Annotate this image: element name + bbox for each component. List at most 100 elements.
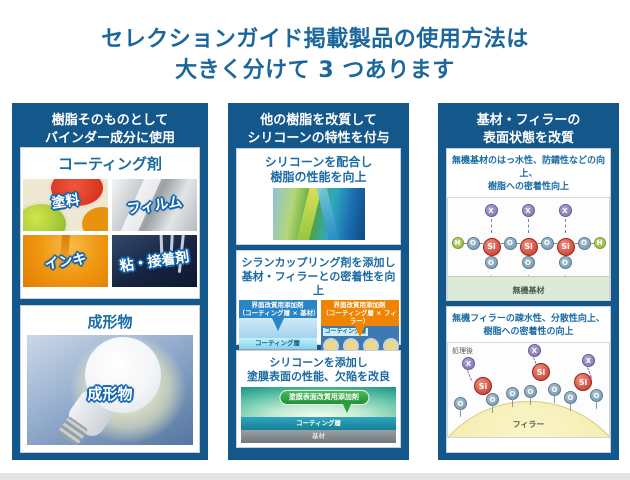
inorganic-filler-card: 無機フィラーの疎水性、分散性向上、 樹脂への密着性の向上 処理後 フィラー X … <box>446 306 611 453</box>
column3-header-line2: 表面状態を改質 <box>482 131 574 146</box>
down-arrow-blue <box>271 318 284 331</box>
inorganic-substrate-text: 無機基材のはっ水性、防錆性などの向上、 樹脂への密着性向上 <box>447 149 610 194</box>
tile-ink: インキ <box>23 235 108 287</box>
filler-sphere-label: フィラー <box>512 420 545 429</box>
o-atom: O <box>486 393 499 413</box>
column-binder-use: 樹脂そのものとして バインダー成分に使用 コーティング剤 塗料 フィルム インキ <box>12 103 208 460</box>
h-atom: H <box>593 237 606 249</box>
o-atom: O <box>564 391 577 411</box>
tile-adhesive: 粘・接着剤 <box>112 235 197 287</box>
inorganic-filler-text: 無機フィラーの疎水性、分散性向上、 樹脂への密着性の向上 <box>447 307 610 339</box>
coating-layer-band: コーティング層 <box>241 417 396 430</box>
inorganic-substrate-line2: 樹脂への密着性向上 <box>487 182 569 192</box>
bond <box>553 242 557 244</box>
tile-film: フィルム <box>112 179 197 231</box>
column2-header-line1: 他の樹脂を改質して <box>260 113 377 128</box>
page-title-line2: 大きく分けて 3 つあります <box>175 58 455 83</box>
o-atom: O <box>540 236 554 250</box>
silane-coupling-line2: 基材・フィラーとの密着性を向上 <box>241 270 396 297</box>
coating-card-title: コーティング剤 <box>57 155 163 173</box>
surface-modification-diagram: 塗膜表面改質用添加剤 コーティング層 基材 <box>241 387 396 443</box>
column3-header-line1: 基材・フィラーの <box>476 113 581 128</box>
o-atom: O <box>503 236 517 250</box>
surface-additive-card: シリコーンを添加し 塗膜表面の性能、欠陥を改良 塗膜表面改質用添加剤 コーティン… <box>236 350 401 448</box>
inorganic-filler-line2: 樹脂への密着性の向上 <box>483 327 574 337</box>
h-atom: H <box>451 237 464 249</box>
surface-additive-text: シリコーンを添加し 塗膜表面の性能、欠陥を改良 <box>237 351 400 384</box>
tile-paint: 塗料 <box>23 179 108 231</box>
bond <box>500 242 504 244</box>
bulb-globe <box>85 337 161 413</box>
o-atom: O <box>466 236 480 250</box>
page-title: セレクションガイド掲載製品の使用方法は 大きく分けて 3 つあります <box>0 24 630 86</box>
surface-additive-line2: 塗膜表面の性能、欠陥を改良 <box>247 370 390 383</box>
o-atom: O <box>577 236 591 250</box>
si-unit: Si X O <box>556 204 575 291</box>
o-atom: O <box>506 387 519 407</box>
bond <box>537 242 541 244</box>
silane-coupling-text: シランカップリング剤を添加し 基材・フィラーとの密着性を向上 <box>237 251 400 298</box>
filler-header-line2: （コーティング層 × フィラー） <box>322 309 397 325</box>
filler-diagram-header: 界面改質用添加剤 （コーティング層 × フィラー） <box>320 300 399 326</box>
o-atom: O <box>548 383 561 403</box>
molded-products-card: 成形物 成形物 <box>20 305 200 453</box>
wavy-bond <box>490 219 492 233</box>
inorganic-filler-line1: 無機フィラーの疎水性、分散性向上、 <box>452 314 605 324</box>
tile-adhesive-label: 粘・接着剤 <box>118 249 191 275</box>
column1-header-line1: 樹脂そのものとして <box>51 113 169 128</box>
molding-card-title: 成形物 <box>87 313 133 331</box>
column-resin-modification: 他の樹脂を改質して シリコーンの特性を付与 シリコーンを配合し 樹脂の性能を向上… <box>228 103 409 460</box>
down-arrow-green <box>341 402 352 413</box>
si-atom: Si <box>556 237 575 256</box>
si-atom: Si <box>474 377 492 395</box>
liquid-splash-image <box>272 188 365 240</box>
treated-label: 処理後 <box>452 347 473 355</box>
bottom-edge <box>0 473 630 480</box>
coating-agent-card: コーティング剤 塗料 フィルム インキ <box>20 147 200 299</box>
bond <box>516 242 520 244</box>
inorganic-substrate-line1: 無機基材のはっ水性、防錆性などの向上、 <box>451 156 605 179</box>
column-surface-modification: 基材・フィラーの 表面状態を改質 無機基材のはっ水性、防錆性などの向上、 樹脂へ… <box>438 103 619 460</box>
x-atom: X <box>558 204 572 217</box>
filler-header-line1: 界面改質用添加剤 <box>333 301 386 309</box>
inorganic-substrate-band: 無機基材 <box>448 276 609 300</box>
si-atom: Si <box>574 373 592 391</box>
o-atom: O <box>521 256 535 269</box>
coating-layer-band: コーティング層 <box>238 338 317 349</box>
silicone-blend-text: シリコーンを配合し 樹脂の性能を向上 <box>237 149 400 185</box>
coating-layer-tag: コーティング層 <box>322 328 369 336</box>
bulb-label: 成形物 <box>87 385 133 404</box>
x-atom: X <box>528 344 541 357</box>
silicone-blend-card: シリコーンを配合し 樹脂の性能を向上 <box>236 148 401 245</box>
silicone-blend-line2: 樹脂の性能を向上 <box>270 170 367 184</box>
bond <box>590 242 594 244</box>
o-atom: O <box>590 389 603 409</box>
column2-header: 他の樹脂を改質して シリコーンの特性を付与 <box>228 112 409 148</box>
column3-header: 基材・フィラーの 表面状態を改質 <box>438 112 619 148</box>
x-atom: X <box>582 354 595 367</box>
o-atom: O <box>558 256 572 269</box>
silicone-blend-line1: シリコーンを配合し <box>264 155 373 169</box>
tile-film-label: フィルム <box>126 194 184 218</box>
substrate-diagram-header: 界面改質用添加剤 （コーティング層 × 基材） <box>238 300 320 318</box>
bond <box>463 242 467 244</box>
paint-orange-blob <box>82 207 108 231</box>
o-atom: O <box>524 385 537 405</box>
si-atom: Si <box>519 237 538 256</box>
o-atom: O <box>454 397 467 417</box>
si-atom: Si <box>482 237 501 256</box>
splash-stream-blue <box>314 188 341 240</box>
coating-tile-grid: 塗料 フィルム インキ 粘・接着剤 <box>21 174 199 287</box>
o-atom: O <box>484 256 498 269</box>
x-atom: X <box>462 357 475 370</box>
tile-ink-label: インキ <box>43 251 88 273</box>
silane-coupling-card: シランカップリング剤を添加し 基材・フィラーとの密着性を向上 界面改質用添加剤 … <box>236 250 401 366</box>
wavy-bond <box>564 219 566 233</box>
si-unit: Si X O <box>519 204 538 291</box>
x-atom: X <box>521 204 535 217</box>
